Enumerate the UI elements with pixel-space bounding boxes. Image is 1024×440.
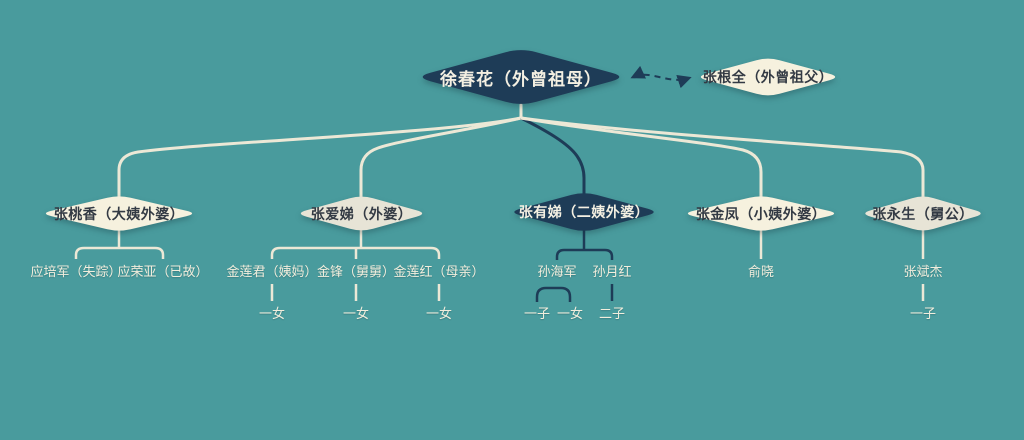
branch-label: 张桃香（大姨外婆） <box>53 205 185 222</box>
person-label-sunyuehong[interactable]: 孙月红 <box>592 264 632 279</box>
person-label-sunhaijun[interactable]: 孙海军 <box>537 264 577 279</box>
branch-label: 张永生（舅公） <box>872 205 974 222</box>
person-label-jinlianjun[interactable]: 金莲君（姨妈） <box>226 264 318 279</box>
node-branch-zhangaidi[interactable]: 张爱娣（外婆） <box>295 195 428 232</box>
node-branch-zhangyongsheng[interactable]: 张永生（舅公） <box>860 195 986 232</box>
spouse-shape <box>700 58 836 96</box>
person-label-yuxiao[interactable]: 俞晓 <box>747 264 775 279</box>
branch-shape <box>514 193 654 231</box>
branch-label: 张爱娣（外婆） <box>310 205 413 222</box>
count-label-jinfeng-daughter[interactable]: 一女 <box>342 306 370 321</box>
person-label-jinfeng[interactable]: 金锋（舅舅） <box>316 264 396 279</box>
node-root[interactable]: 徐春花（外曾祖母） <box>415 48 627 106</box>
person-label-jinlianhong[interactable]: 金莲红（母亲） <box>393 264 485 279</box>
connector-branch3-bracket <box>555 248 614 260</box>
spouse-label: 张根全（外曾祖父） <box>702 69 834 85</box>
connector-sunhaijun-bracket <box>535 286 572 302</box>
root-label: 徐春花（外曾祖母） <box>440 69 602 89</box>
branch-shape <box>865 196 981 231</box>
branch-label: 张有娣（二姨外婆） <box>518 204 650 220</box>
person-label-zhangbinjie[interactable]: 张斌杰 <box>903 264 943 279</box>
node-spouse[interactable]: 张根全（外曾祖父） <box>695 57 841 97</box>
branch-label: 张金凤（小姨外婆） <box>695 205 827 222</box>
connector-branch1-bracket <box>74 246 165 259</box>
connector-root-branch1 <box>117 116 522 197</box>
count-label-sunhaijun-son[interactable]: 一子 <box>523 306 551 321</box>
count-label-jinlianhong-daughter[interactable]: 一女 <box>425 306 453 321</box>
connector-root-branch5 <box>520 116 925 197</box>
node-branch-zhangyoudi[interactable]: 张有娣（二姨外婆） <box>508 191 660 233</box>
count-label-zhangbinjie-son[interactable]: 一子 <box>909 306 937 321</box>
node-branch-zhangtaoxiang[interactable]: 张桃香（大姨外婆） <box>40 195 198 232</box>
branch-shape <box>300 196 423 231</box>
person-label-yingpeijun[interactable]: 应培军（失踪） <box>30 264 122 279</box>
count-label-sunyuehong-sons[interactable]: 二子 <box>598 306 626 321</box>
connector-root-spouse <box>630 65 692 89</box>
connector-root-branch2 <box>359 116 522 197</box>
branch-shape <box>45 196 193 231</box>
connector-root-branch3 <box>520 116 586 194</box>
branch-shape <box>687 196 835 231</box>
count-label-jinlianjun-daughter[interactable]: 一女 <box>258 306 286 321</box>
person-label-yingrongya[interactable]: 应荣亚（已故） <box>117 264 209 279</box>
connector-root-branch4 <box>520 116 763 197</box>
count-label-sunhaijun-daughter[interactable]: 一女 <box>556 306 584 321</box>
root-shape <box>422 50 620 104</box>
node-branch-zhangjinfeng[interactable]: 张金凤（小姨外婆） <box>682 195 840 232</box>
